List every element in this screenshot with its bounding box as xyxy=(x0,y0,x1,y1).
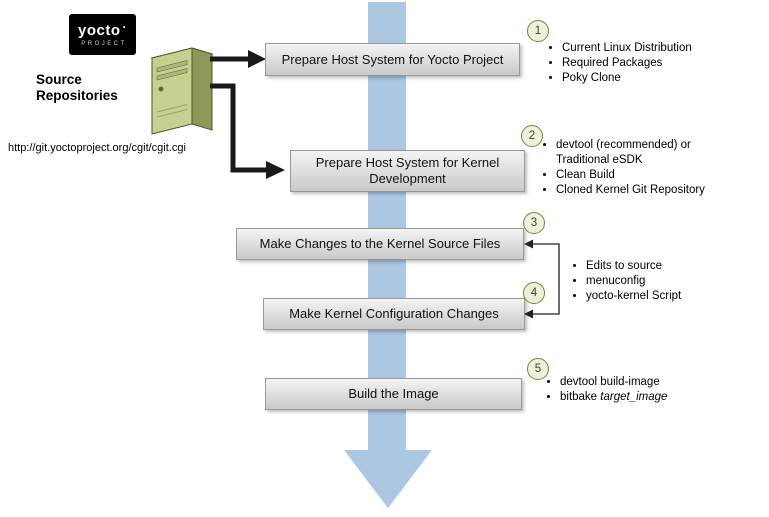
source-repositories-url: http://git.yoctoproject.org/cgit/cgit.cg… xyxy=(8,142,186,154)
step-number-badge-4: 4 xyxy=(523,282,545,304)
server-power-button xyxy=(158,86,164,92)
yocto-project-logo: yocto· PROJECT xyxy=(69,14,136,55)
bullet-item: devtool (recommended) or Traditional eSD… xyxy=(556,138,742,168)
server-vent-line xyxy=(156,109,188,118)
step-number-badge-1: 1 xyxy=(527,20,549,42)
bullet-item: Clean Build xyxy=(556,168,742,183)
step-box-prepare-host-yocto: Prepare Host System for Yocto Project xyxy=(265,43,520,76)
step-number-badge-2: 2 xyxy=(521,125,543,147)
server-vent-line xyxy=(156,104,188,113)
bullet-item: Poky Clone xyxy=(562,71,753,86)
bullet-item: Edits to source xyxy=(586,259,752,274)
bullet-item: devtool build-image xyxy=(560,375,751,390)
server-drive-bay xyxy=(156,60,188,73)
logo-brand-text: yocto xyxy=(77,21,121,39)
logo-dot: · xyxy=(122,19,127,34)
bullet-item: yocto-kernel Script xyxy=(586,289,752,304)
step-box-make-source-changes: Make Changes to the Kernel Source Files xyxy=(236,228,524,260)
bullet-item: Required Packages xyxy=(562,56,753,71)
bullet-italic-text: target_image xyxy=(600,391,668,403)
step1-bullets: Current Linux Distribution Required Pack… xyxy=(548,41,753,86)
server-side-face xyxy=(191,47,213,131)
server-drive-bay xyxy=(156,68,188,81)
server-icon xyxy=(150,47,214,135)
arrow-server-to-step2 xyxy=(210,83,285,179)
step-number-badge-5: 5 xyxy=(527,358,549,380)
bullet-item: bitbake target_image xyxy=(560,390,751,405)
step5-bullets: devtool build-image bitbake target_image xyxy=(546,375,751,405)
step-label: Prepare Host System for Kernel Developme… xyxy=(315,155,500,186)
bullet-text: bitbake xyxy=(560,391,601,403)
step2-bullets: devtool (recommended) or Traditional eSD… xyxy=(542,138,742,198)
bracket-steps-3-4 xyxy=(524,239,560,319)
step-box-build-image: Build the Image xyxy=(265,378,522,410)
bullet-item: Cloned Kernel Git Repository xyxy=(556,183,742,198)
logo-subtitle: PROJECT xyxy=(81,40,127,47)
arrow-server-to-step1 xyxy=(210,50,266,68)
logo-wordmark: yocto· xyxy=(77,19,127,39)
bullet-text: devtool build-image xyxy=(560,376,660,388)
bullet-item: Current Linux Distribution xyxy=(562,41,753,56)
step-label: Make Changes to the Kernel Source Files xyxy=(259,236,501,251)
step-label: Build the Image xyxy=(348,386,439,401)
step-label: Make Kernel Configuration Changes xyxy=(289,306,499,321)
bullet-item: menuconfig xyxy=(586,274,752,289)
step-box-make-config-changes: Make Kernel Configuration Changes xyxy=(263,298,525,330)
step-box-prepare-host-kernel: Prepare Host System for Kernel Developme… xyxy=(290,150,525,192)
steps-3-4-shared-bullets: Edits to source menuconfig yocto-kernel … xyxy=(572,259,752,304)
source-repositories-label: Source Repositories xyxy=(36,72,118,103)
step-label: Prepare Host System for Yocto Project xyxy=(281,51,504,67)
step-number-badge-3: 3 xyxy=(523,212,545,234)
